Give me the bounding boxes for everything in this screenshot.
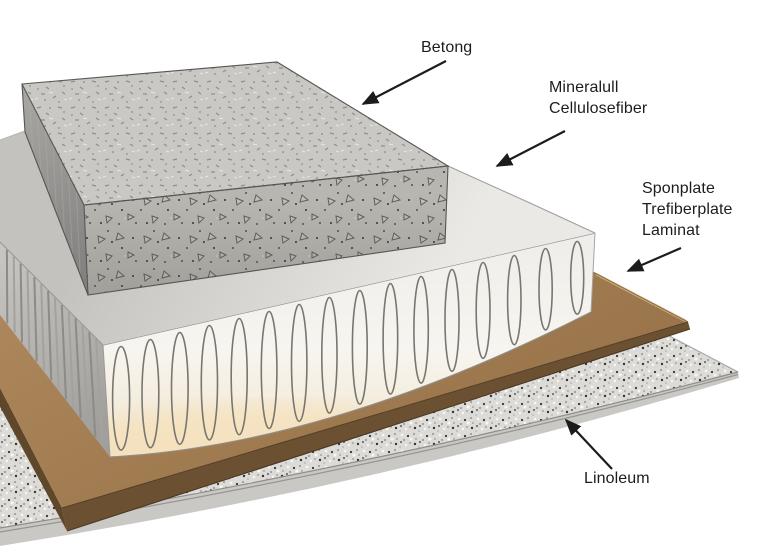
label-mineralull-line: Mineralull [549,79,619,96]
label-laminat-line: Laminat [642,222,700,239]
label-linoleum-line: Linoleum [584,470,650,487]
label-sponplate-line: Sponplate [642,180,715,197]
label-betong: Betong [421,37,472,58]
label-cellulosefiber-line: Cellulosefiber [549,100,648,117]
arrow-mineralull [495,130,566,167]
arrow-betong [361,60,447,105]
label-mineralull-cellulosefiber: Mineralull Cellulosefiber [549,77,647,119]
betong-layer [21,61,450,296]
label-trefiberplate-line: Trefiberplate [642,201,733,218]
concrete-striations-texture [29,99,81,275]
board-front-edge [62,322,690,531]
board-left-edge [0,387,67,531]
insulation-stripes-texture [5,249,104,447]
label-sponplate-trefiberplate-laminat: Sponplate Trefiberplate Laminat [642,178,733,241]
arrow-sponplate [626,246,682,273]
arrow-linoleum [564,418,613,470]
insulation-top-face [0,131,595,345]
label-betong-line: Betong [421,39,473,56]
label-linoleum: Linoleum [584,468,650,489]
linoleum-front-edge [0,372,739,546]
insulation-loops-texture [111,240,585,451]
concrete-left-face [22,84,88,295]
insulation-front-face [103,233,595,457]
callout-arrows [361,60,682,470]
concrete-top-face [22,62,448,205]
